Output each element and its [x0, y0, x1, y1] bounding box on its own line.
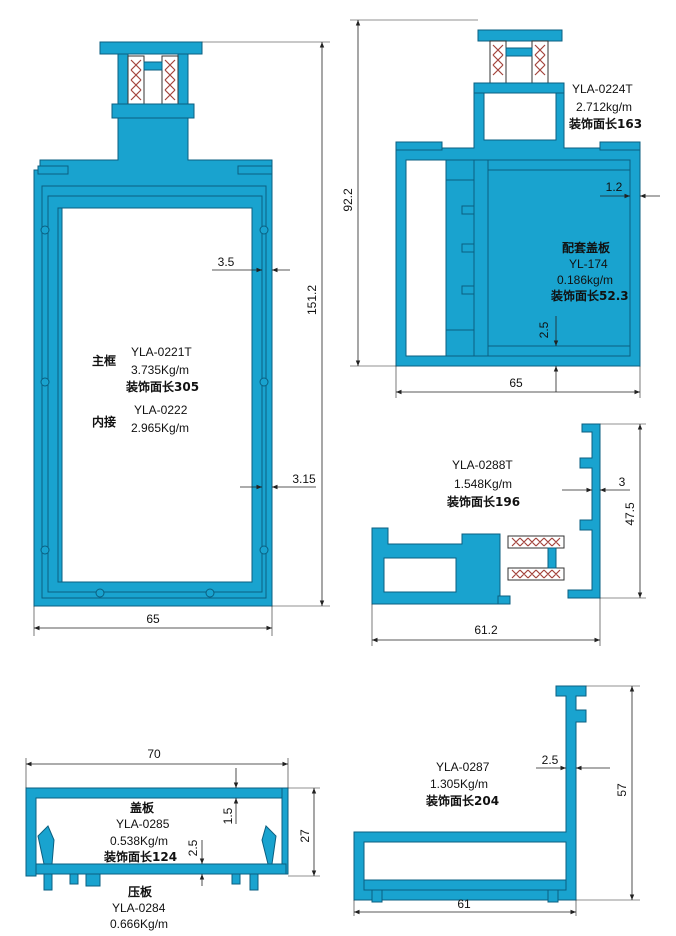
main-frame-wall-a-label: 3.5 — [218, 255, 235, 269]
sash-0288-weight: 1.548Kg/m — [454, 477, 512, 491]
sash-0287-height-label: 57 — [615, 783, 629, 797]
frame-0224-width-label: 65 — [509, 376, 523, 390]
sash-0287-wall-label: 2.5 — [542, 753, 559, 767]
cover-0285-weight: 0.538Kg/m — [110, 834, 168, 848]
sash-0288-dimensions: 47.5 61.2 3 — [371, 423, 646, 646]
thermal-strip-right — [161, 55, 179, 105]
main-frame-neck-right — [177, 53, 189, 107]
main-frame-neck-left — [117, 53, 129, 107]
cover-0285-labels: 盖板 YLA-0285 0.538Kg/m 装饰面长124 压板 YLA-028… — [103, 800, 177, 931]
sash-0287-profile — [353, 685, 587, 903]
sash-0287-deco: 装饰面长204 — [425, 793, 499, 808]
press-0284-weight: 0.666Kg/m — [110, 917, 168, 931]
thermal-strip-left — [127, 55, 145, 105]
sash-0287-labels: YLA-0287 1.305Kg/m 装饰面长204 — [425, 760, 499, 808]
main-frame-upper-web — [111, 103, 195, 119]
cover-174-label: 配套盖板 — [562, 240, 611, 255]
frame-0224-top-cap — [477, 29, 563, 42]
frame-0224-height-label: 92.2 — [341, 188, 355, 212]
cover-174-weight: 0.186kg/m — [557, 273, 613, 287]
frame-0224-deco: 装饰面长163 — [568, 116, 642, 131]
sash-0287-code: YLA-0287 — [436, 760, 490, 774]
main-frame-wall-b-label: 3.15 — [292, 472, 316, 486]
main-frame-name: 主框 — [92, 353, 116, 368]
cover-0285-code: YLA-0285 — [116, 817, 170, 831]
main-frame-weight: 3.735Kg/m — [131, 363, 189, 377]
cover-0285-name: 盖板 — [130, 800, 155, 815]
sash-0288-deco: 装饰面长196 — [446, 494, 520, 509]
sash-0287-dimensions: 57 61 2.5 — [353, 685, 640, 916]
sash-0288-profile — [371, 423, 601, 605]
sash-0288-height-label: 47.5 — [623, 502, 637, 526]
cover-0285-wall-label: 1.5 — [221, 807, 235, 824]
thermal-bridge — [143, 61, 163, 71]
cover-0285-base-label: 2.5 — [186, 839, 200, 856]
main-frame-labels: 主框 YLA-0221T 3.735Kg/m 装饰面长305 内接 YLA-02… — [92, 345, 199, 435]
cover-0285-deco: 装饰面长124 — [103, 849, 177, 864]
main-frame-width-label: 65 — [146, 612, 160, 626]
press-0284-code: YLA-0284 — [112, 901, 166, 915]
cover-174-code: YL-174 — [569, 257, 608, 271]
main-frame-height-label: 151.2 — [305, 285, 319, 315]
inner-frame-code: YLA-0222 — [134, 403, 188, 417]
frame-0224-base-label: 2.5 — [537, 321, 551, 338]
main-frame-code: YLA-0221T — [131, 345, 192, 359]
main-frame-lip-right — [237, 165, 273, 175]
main-frame-lip-left — [37, 165, 69, 175]
main-frame-profile — [33, 41, 273, 607]
frame-0224-labels: YLA-0224T 2.712kg/m 装饰面长163 配套盖板 YL-174 … — [550, 82, 642, 303]
cover-174-deco: 装饰面长52.3 — [550, 288, 629, 303]
frame-0224-dimensions: 92.2 65 1.2 2.5 — [341, 19, 660, 398]
main-frame-top-cap — [99, 41, 203, 55]
frame-0224-profile — [395, 29, 641, 367]
main-frame-deco: 装饰面长305 — [125, 379, 199, 394]
main-frame-dimensions: 65 151.2 3.5 3.15 — [33, 41, 330, 636]
cover-0285-dimensions: 70 27 1.5 2.5 — [25, 747, 320, 886]
frame-0224-wall-label: 1.2 — [606, 180, 623, 194]
inner-frame-weight: 2.965Kg/m — [131, 421, 189, 435]
sash-0288-labels: YLA-0288T 1.548Kg/m 装饰面长196 — [446, 458, 520, 509]
sash-0288-code: YLA-0288T — [452, 458, 513, 472]
cover-0285-height-label: 27 — [298, 829, 312, 843]
sash-0288-wall-label: 3 — [619, 475, 626, 489]
press-0284-name: 压板 — [128, 884, 153, 899]
inner-frame-name: 内接 — [92, 414, 116, 429]
frame-0224-weight: 2.712kg/m — [576, 100, 632, 114]
cover-0285-width-label: 70 — [147, 747, 161, 761]
frame-0224-code: YLA-0224T — [572, 82, 633, 96]
cover-0285-profile — [25, 787, 289, 891]
sash-0288-width-label: 61.2 — [474, 623, 498, 637]
sash-0287-width-label: 61 — [457, 897, 471, 911]
sash-0287-weight: 1.305Kg/m — [430, 777, 488, 791]
